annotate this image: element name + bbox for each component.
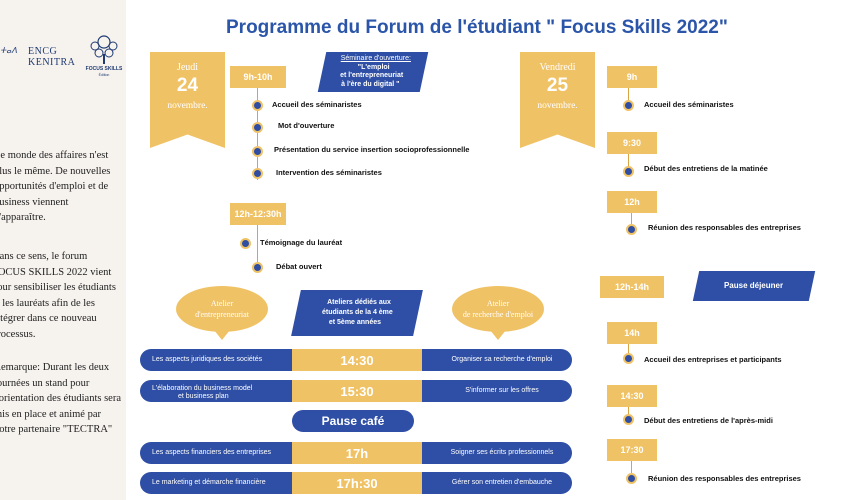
schedule-item: Accueil des entreprises et participants xyxy=(644,355,782,364)
sidebar: ⵜⴰⴷ ENCG KENITRA FOCUS SKILLS Édition Le… xyxy=(0,0,126,500)
time-slot: 14:30 xyxy=(607,385,657,407)
timeline-dot xyxy=(252,168,263,179)
schedule-item: Mot d'ouverture xyxy=(278,121,335,130)
schedule-item: Début des entretiens de l'après-midi xyxy=(644,416,773,425)
timeline-line xyxy=(631,461,632,473)
schedule-item: Accueil des séminaristes xyxy=(272,100,362,109)
focus-skills-name: FOCUS SKILLS xyxy=(86,66,123,72)
time-slot: 12h-14h xyxy=(600,276,664,298)
timeline-dot xyxy=(623,353,634,364)
schedule-item: Réunion des responsables des entreprises xyxy=(648,223,801,232)
session-row: Les aspects financiers des entreprises 1… xyxy=(140,442,572,464)
timeline-line xyxy=(257,225,258,265)
workshop-bubble-entrepreneuriat: Atelier d'entrepreneuriat xyxy=(176,286,268,340)
timeline-dot xyxy=(623,414,634,425)
schedule-item: Présentation du service insertion sociop… xyxy=(274,145,470,154)
seminaire-banner: Séminaire d'ouverture: "L'emploi et l'en… xyxy=(317,52,429,92)
time-slot: 17:30 xyxy=(607,439,657,461)
schedule-item: Débat ouvert xyxy=(276,262,322,271)
timeline-line xyxy=(628,407,629,417)
page-title: Programme du Forum de l'étudiant " Focus… xyxy=(226,17,728,38)
timeline-line xyxy=(628,344,629,356)
timeline-dot xyxy=(623,100,634,111)
timeline-line xyxy=(628,154,629,168)
timeline-dot xyxy=(252,122,263,133)
timeline-dot xyxy=(623,166,634,177)
session-row: Le marketing et démarche financière 17h:… xyxy=(140,472,572,494)
encg-logo: ENCG KENITRA xyxy=(28,46,76,68)
time-slot: 9h-10h xyxy=(230,66,286,88)
schedule-item: Accueil des séminaristes xyxy=(644,100,734,109)
logos: ⵜⴰⴷ ENCG KENITRA FOCUS SKILLS Édition xyxy=(0,30,126,80)
sidebar-paragraph-3: Remarque: Durant les deux journées un st… xyxy=(0,362,121,435)
sidebar-paragraph-2: Dans ce sens, le forum FOCUS SKILLS 2022… xyxy=(0,251,116,340)
timeline-dot xyxy=(252,100,263,111)
day-ribbon-friday: Vendredi 25 novembre. xyxy=(520,52,595,148)
workshops-banner: Ateliers dédiés aux étudiants de la 4 èm… xyxy=(291,290,423,336)
focus-skills-sub: Édition xyxy=(99,72,110,77)
time-slot: 14h xyxy=(607,322,657,344)
time-slot: 12h xyxy=(607,191,657,213)
timeline-dot xyxy=(626,473,637,484)
day-ribbon-thursday: Jeudi 24 novembre. xyxy=(150,52,225,148)
timeline-line xyxy=(631,213,632,225)
pause-dejeuner-banner: Pause déjeuner xyxy=(692,271,816,301)
schedule-item: Début des entretiens de la matinée xyxy=(644,164,768,173)
focus-skills-logo: FOCUS SKILLS Édition xyxy=(86,35,123,77)
timeline-dot xyxy=(252,262,263,273)
pause-cafe: Pause café xyxy=(292,410,414,432)
timeline-line xyxy=(257,88,258,180)
workshop-bubble-emploi: Atelier de recherche d'emploi xyxy=(452,286,544,340)
session-row: L'élaboration du business model et busin… xyxy=(140,380,572,402)
session-row: Les aspects juridiques des sociétés 14:3… xyxy=(140,349,572,371)
timeline-line xyxy=(628,88,629,102)
schedule-item: Témoignage du lauréat xyxy=(260,238,343,247)
schedule-item: Réunion des responsables des entreprises xyxy=(648,474,801,483)
schedule-item: Intervention des séminaristes xyxy=(276,168,382,177)
time-slot: 9:30 xyxy=(607,132,657,154)
encg-mark: ⵜⴰⴷ xyxy=(0,46,17,55)
time-slot: 9h xyxy=(607,66,657,88)
timeline-dot xyxy=(626,224,637,235)
timeline-dot xyxy=(240,238,251,249)
time-slot: 12h-12:30h xyxy=(230,203,286,225)
sidebar-paragraph-1: Le monde des affaires n'est plus le même… xyxy=(0,150,111,223)
timeline-dot xyxy=(252,146,263,157)
